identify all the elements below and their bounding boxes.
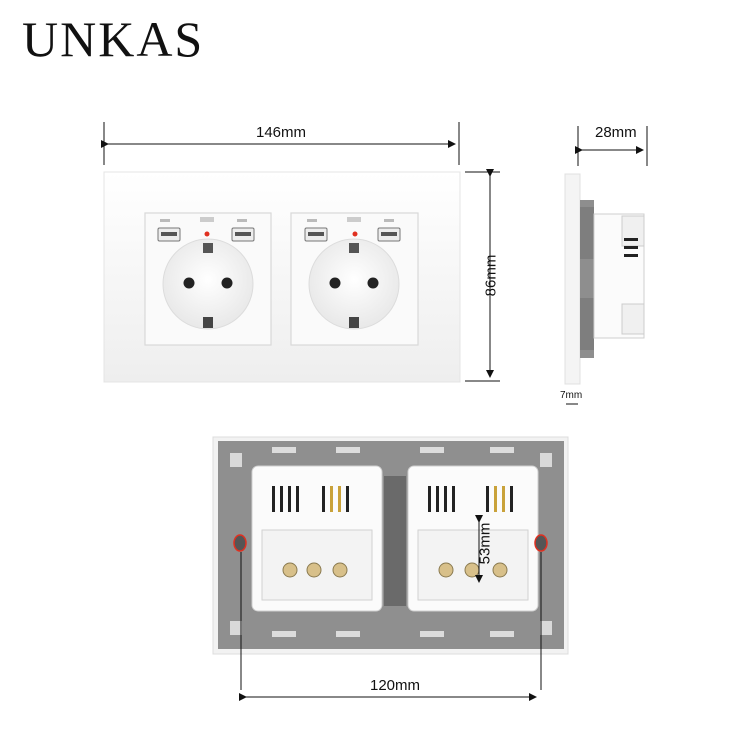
side-view (564, 126, 648, 405)
socket-module-left (144, 212, 272, 346)
back-view (212, 436, 569, 701)
front-view (101, 122, 500, 383)
brand-logo: UNKAS (22, 11, 205, 67)
height-dimension-label: 86mm (482, 254, 500, 297)
mount-distance-dimension-label: 120mm (370, 677, 421, 694)
back-module-left (251, 465, 383, 612)
module-height-dimension-label: 53mm (476, 522, 494, 565)
mount-hole-right (534, 534, 548, 552)
width-dimension-label: 146mm (256, 124, 307, 141)
mount-hole-left (233, 534, 247, 552)
socket-module-right (290, 212, 419, 346)
back-module-right (407, 465, 539, 612)
thickness-dimension-label: 7mm (560, 390, 583, 401)
depth-dimension-label: 28mm (595, 124, 637, 141)
